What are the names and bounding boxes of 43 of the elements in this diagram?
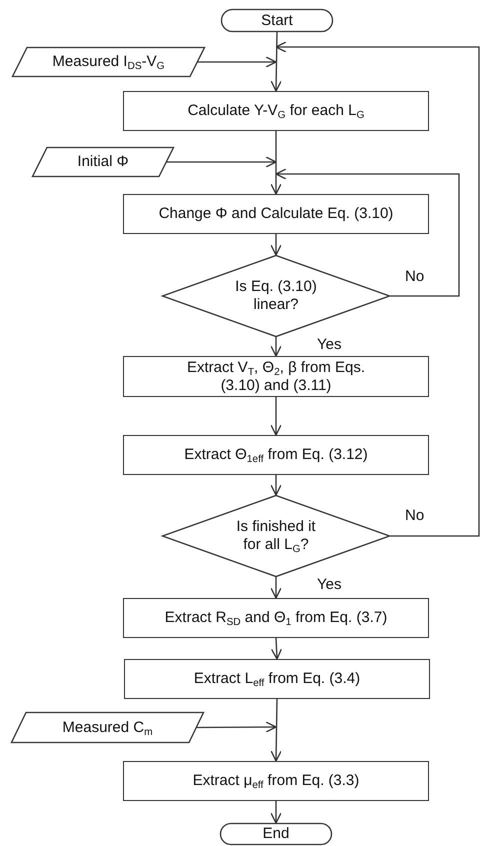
input-parallelogram (32, 147, 174, 177)
arrow (270, 801, 282, 824)
node-text: Is finished it for all L$_{G}$? (235, 518, 317, 554)
arrow (270, 234, 282, 256)
process-box (123, 194, 429, 234)
process-box (124, 659, 430, 699)
node-text: Extract L$_{eff}$ from Eq. (3.4) (194, 670, 360, 688)
arrow (275, 41, 480, 537)
node-text: Change Φ and Calculate Eq. (3.10) (158, 205, 394, 223)
input-parallelogram (12, 47, 205, 77)
arrow (166, 156, 277, 168)
decision-diamond (162, 495, 390, 577)
arrow (270, 638, 282, 660)
process-box (123, 356, 429, 397)
process-box (123, 598, 429, 638)
node-text: Extract R$_{SD}$ and Θ$_{1}$ from Eq. (3.7) (164, 609, 388, 627)
start-terminal (221, 9, 333, 32)
arrow (196, 721, 277, 733)
node-text: Start (261, 12, 293, 30)
node-text: Calculate Y-V$_{G}$ for each L$_{G}$ (188, 102, 364, 120)
arrow (275, 168, 460, 297)
arrow (270, 698, 282, 762)
arrow (270, 337, 282, 357)
decision-diamond (162, 255, 390, 337)
arrow (270, 397, 282, 436)
node-text: End (262, 825, 290, 843)
node-text: Initial Φ (77, 153, 129, 171)
arrow (198, 56, 277, 68)
arrow (270, 32, 282, 92)
arrow (270, 475, 282, 496)
end-terminal (220, 823, 332, 845)
node-text: Measured C$_{m}$ (62, 718, 153, 736)
arrow (270, 131, 282, 195)
node-text: Is Eq. (3.10) linear? (234, 278, 318, 314)
process-box (123, 435, 429, 475)
node-text: Extract V$_{T}$, Θ$_{2}$, β from Eqs. (3.10) and (3.11) (186, 358, 366, 394)
node-text: Extract Θ$_{1eff}$ from Eq. (3.12) (184, 446, 368, 464)
process-box (123, 761, 429, 801)
node-text: Measured I$_{DS}$-V$_{G}$ (52, 53, 165, 71)
process-box (123, 91, 429, 131)
arrow (270, 577, 282, 599)
node-text: Extract μ$_{eff}$ from Eq. (3.3) (192, 772, 360, 790)
input-parallelogram (11, 712, 204, 743)
